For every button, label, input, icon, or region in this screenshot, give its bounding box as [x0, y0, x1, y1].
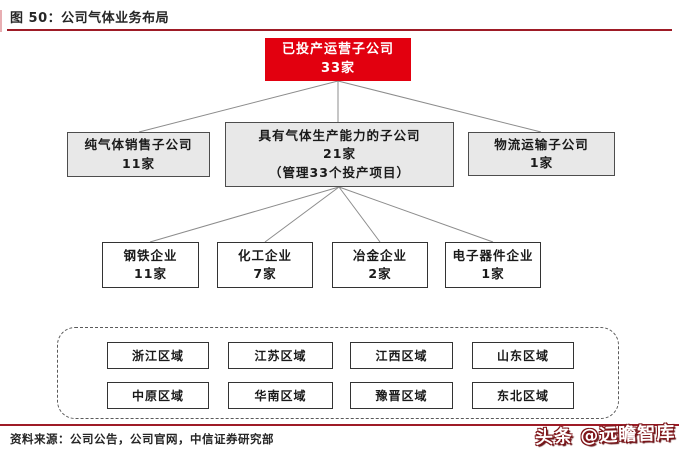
figure-title: 图 50：公司气体业务布局 — [10, 11, 170, 26]
node-count: 1家 — [529, 155, 554, 170]
node-label: 纯气体销售子公司 — [84, 137, 193, 153]
node-count: 2家 — [368, 266, 392, 281]
node-label: 钢铁企业 — [123, 247, 178, 263]
node-electronics-enterprises: 电子器件企业 1家 — [445, 242, 541, 288]
node-label: 冶金企业 — [352, 247, 407, 263]
node-metallurgy-enterprises: 冶金企业 2家 — [332, 242, 428, 288]
source-note: 资料来源：公司公告，公司官网，中信证券研究部 — [10, 432, 274, 446]
node-steel-enterprises: 钢铁企业 11家 — [102, 242, 199, 288]
node-count: 11家 — [122, 155, 155, 171]
node-pure-gas-sales: 纯气体销售子公司 11家 — [67, 132, 210, 177]
node-label: 电子器件企业 — [452, 247, 534, 263]
node-label: 物流运输子公司 — [494, 136, 589, 152]
footer-rule — [0, 424, 679, 426]
node-label: 具有气体生产能力的子公司 — [258, 128, 421, 144]
title-rule — [7, 29, 672, 31]
node-logistics-transport: 物流运输子公司 1家 — [468, 132, 615, 176]
node-note: （管理33个投产项目） — [269, 164, 410, 180]
node-label: 化工企业 — [237, 247, 292, 263]
region-dongbei: 东北区域 — [472, 382, 574, 409]
region-group-dashed-container — [57, 327, 619, 419]
node-count: 7家 — [253, 266, 277, 281]
region-shandong: 山东区域 — [472, 342, 574, 369]
node-count: 11家 — [134, 266, 167, 281]
region-yujin: 豫晋区域 — [350, 382, 453, 409]
watermark-toutiao-yuanzhan: 头条 @远瞻智库 — [534, 422, 676, 449]
region-jiangxi: 江西区域 — [350, 342, 453, 369]
node-root-operating-subsidiaries: 已投产运营子公司 33家 — [265, 38, 411, 81]
region-zhejiang: 浙江区域 — [107, 342, 209, 369]
node-root-label: 已投产运营子公司 — [281, 41, 394, 57]
node-chemical-enterprises: 化工企业 7家 — [217, 242, 313, 288]
left-edge-accent — [0, 10, 2, 32]
node-gas-production-capable: 具有气体生产能力的子公司 21家 （管理33个投产项目） — [225, 122, 454, 187]
region-huanan: 华南区域 — [228, 382, 333, 409]
node-root-count: 33家 — [320, 60, 356, 76]
region-zhongyuan: 中原区域 — [107, 382, 209, 409]
node-count: 1家 — [481, 266, 505, 281]
region-jiangsu: 江苏区域 — [228, 342, 333, 369]
node-count: 21家 — [323, 146, 356, 162]
